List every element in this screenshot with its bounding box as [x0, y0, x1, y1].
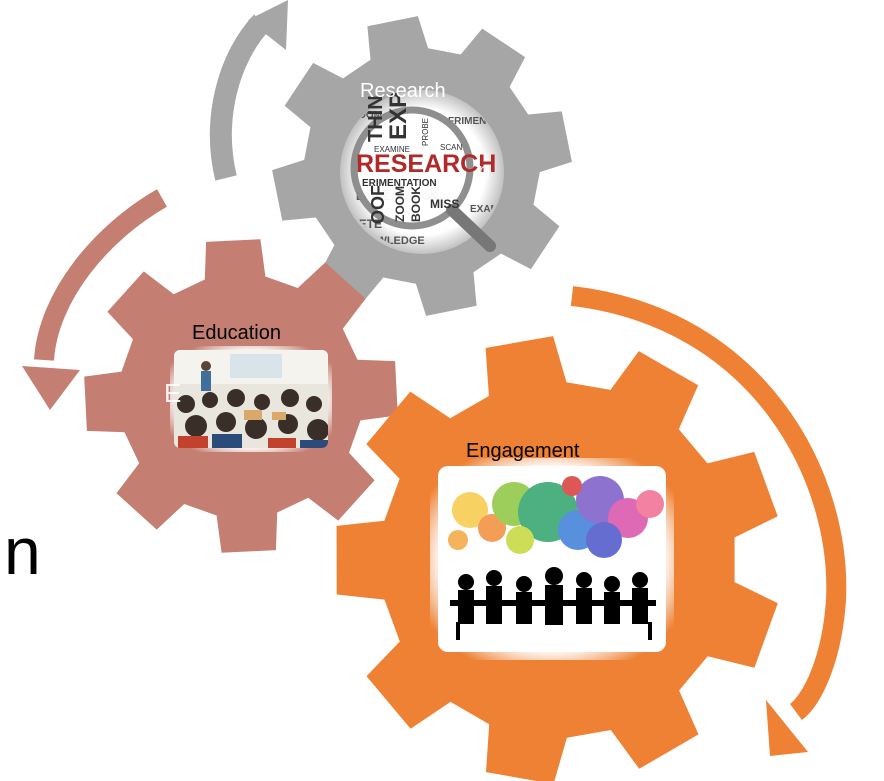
svg-text:SCAN: SCAN: [440, 143, 462, 152]
svg-text:BOOK: BOOK: [409, 186, 423, 222]
svg-text:MISS: MISS: [430, 197, 459, 211]
svg-text:EXAMIN: EXAMIN: [470, 204, 509, 215]
education-label: Education: [192, 322, 281, 344]
engagement-label: Engagement: [466, 440, 580, 462]
brown-cycle-arrow: [22, 189, 167, 410]
research-label: Research: [360, 80, 446, 102]
grey-cycle-arrow: [210, 0, 288, 181]
svg-text:ERIMENTATION: ERIMENTATION: [362, 178, 437, 189]
research-ghost-text: n: [478, 158, 490, 183]
research-photo: ZOOM FRIMEN ERIMENTATION DETE KNOWLEDGE …: [340, 90, 509, 254]
svg-text:PROBE: PROBE: [421, 118, 430, 146]
education-ghost-text: E: [164, 378, 181, 408]
education-photo: [170, 346, 332, 452]
svg-text:ZOOM: ZOOM: [352, 110, 382, 121]
svg-text:EXAMINE: EXAMINE: [374, 145, 410, 154]
svg-text:ZOOM: ZOOM: [393, 186, 407, 222]
svg-text:THIN: THIN: [365, 95, 387, 142]
svg-text:OOF: OOF: [368, 185, 388, 224]
svg-text:RESEARCH: RESEARCH: [356, 150, 496, 178]
engagement-ghost-text: nt: [640, 550, 658, 575]
partial-title-text: n: [4, 514, 41, 588]
engagement-photo: [430, 458, 674, 660]
svg-text:EXP: EXP: [385, 92, 412, 140]
orange-cycle-arrow: [570, 286, 847, 756]
svg-text:FRIMEN: FRIMEN: [448, 116, 486, 127]
